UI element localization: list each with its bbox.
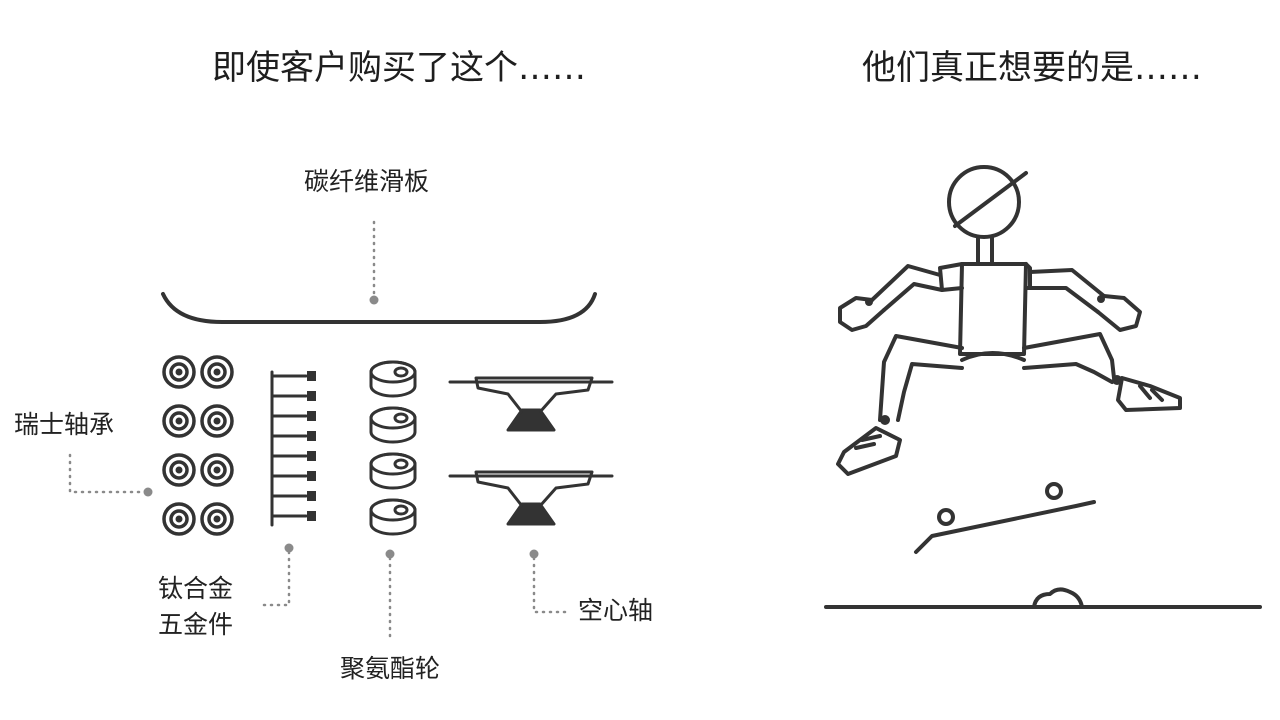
deck-illustration [161, 292, 597, 324]
torso [958, 262, 1028, 356]
label-hardware-line2: 五金件 [158, 610, 234, 639]
label-hardware-line1: 钛合金 [158, 574, 234, 603]
bearings-illustration [162, 355, 234, 536]
skateboard-parts [68, 220, 614, 642]
rock [1032, 587, 1084, 609]
head [947, 165, 1021, 239]
label-deck: 碳纤维滑板 [304, 167, 430, 196]
leader-lines [68, 220, 568, 642]
right-shoe [1116, 376, 1182, 412]
wheels-illustration [369, 360, 417, 536]
trucks-illustration [448, 376, 614, 526]
hardware-illustration [270, 370, 316, 527]
left-panel-title: 即使客户购买了这个…… [212, 48, 586, 88]
label-bearings: 瑞士轴承 [14, 410, 115, 439]
label-wheels: 聚氨酯轮 [340, 654, 441, 683]
leader-dots [143, 295, 539, 559]
flying-board [914, 500, 1096, 554]
left-shoe [836, 426, 902, 476]
label-trucks: 空心轴 [578, 596, 654, 625]
skateboarder-illustration [824, 165, 1262, 609]
right-panel-title: 他们真正想要的是…… [862, 48, 1202, 88]
